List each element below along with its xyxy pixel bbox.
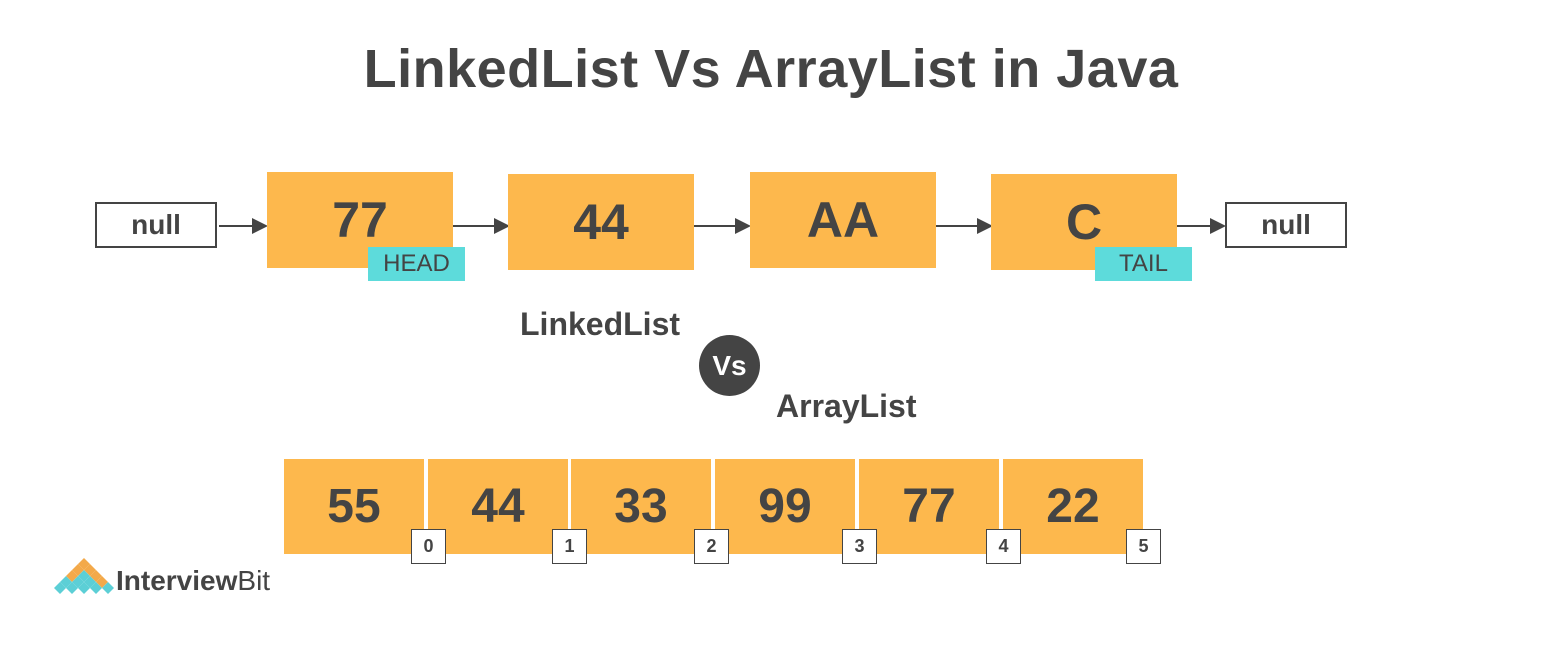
array-index: 5 <box>1126 529 1161 564</box>
null-box-left: null <box>95 202 217 248</box>
array-cell: 44 <box>428 459 568 554</box>
interviewbit-logo-text: InterviewBit <box>116 565 270 597</box>
array-cell: 99 <box>715 459 855 554</box>
arraylist-caption: ArrayList <box>776 388 917 424</box>
linked-list-node: AA <box>750 172 936 268</box>
null-box-right: null <box>1225 202 1347 248</box>
head-tag: HEAD <box>368 247 465 281</box>
interviewbit-logo-icon <box>54 558 114 594</box>
tail-tag: TAIL <box>1095 247 1192 281</box>
array-cell: 22 <box>1003 459 1143 554</box>
array-index: 3 <box>842 529 877 564</box>
array-index: 1 <box>552 529 587 564</box>
array-index: 0 <box>411 529 446 564</box>
linkedlist-caption: LinkedList <box>520 306 681 342</box>
array-cell: 33 <box>571 459 711 554</box>
linked-list-node: 44 <box>508 174 694 270</box>
array-index: 4 <box>986 529 1021 564</box>
array-index: 2 <box>694 529 729 564</box>
page-title: LinkedList Vs ArrayList in Java <box>363 39 1179 99</box>
logo-brand-bold: Interview <box>116 565 238 596</box>
logo-brand-regular: Bit <box>237 565 271 596</box>
linked-list-node: 77 <box>267 172 453 268</box>
array-cell: 77 <box>859 459 999 554</box>
vs-badge: Vs <box>699 335 760 396</box>
array-cell: 55 <box>284 459 424 554</box>
